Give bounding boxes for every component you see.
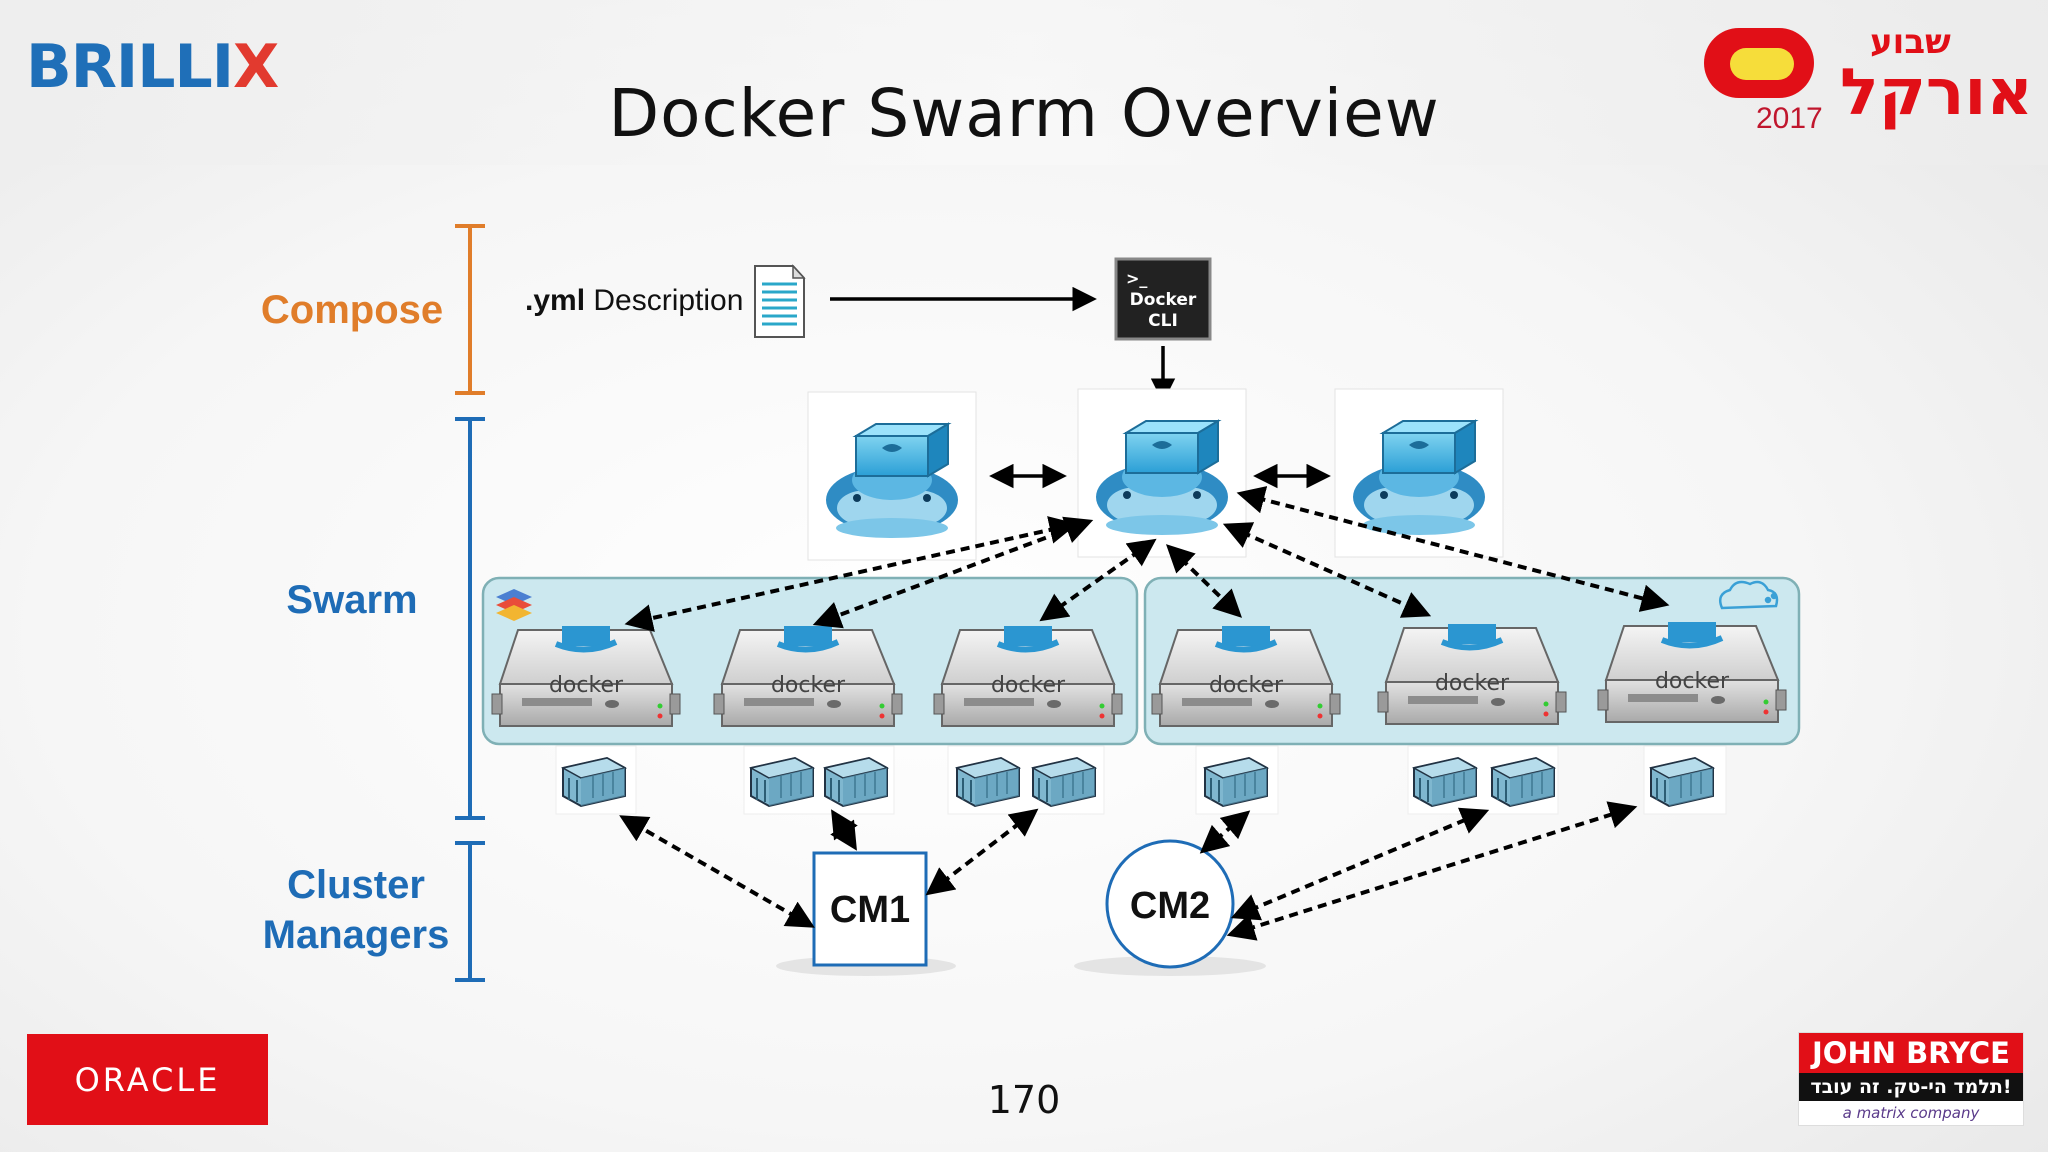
cm1-label: CM1 bbox=[830, 889, 910, 931]
docker-node-3: docker bbox=[934, 626, 1122, 726]
cli-prompt: >_ bbox=[1126, 269, 1147, 288]
section-label-swarm: Swarm bbox=[286, 578, 418, 622]
john-bryce-logo: JOHN BRYCE תלמד הי-טק. זה עובד! a matrix… bbox=[1798, 1032, 2024, 1126]
container-group-4 bbox=[1195, 745, 1279, 815]
bracket-cluster-managers bbox=[455, 841, 485, 982]
oracle-logo-text: ORACLE bbox=[74, 1060, 221, 1099]
oracle-logo: ORACLE bbox=[27, 1034, 268, 1125]
docker-node-5: docker bbox=[1378, 624, 1566, 724]
yml-bold: .yml bbox=[525, 284, 585, 317]
docker-node-6: docker bbox=[1598, 622, 1786, 722]
container-group-5 bbox=[1407, 745, 1559, 815]
oracle-week-hebrew-small: שבוע bbox=[1870, 22, 1951, 62]
docker-cli-icon: >_ Docker CLI bbox=[1114, 257, 1212, 341]
john-bryce-company-text: a matrix company bbox=[1842, 1104, 1980, 1122]
cm2-label: CM2 bbox=[1130, 885, 1210, 927]
docker-node-label: docker bbox=[771, 673, 846, 698]
john-bryce-hebrew-text: תלמד הי-טק. זה עובד! bbox=[1799, 1073, 2023, 1101]
brillix-logo-x: X bbox=[233, 32, 279, 102]
container-group-3 bbox=[947, 745, 1105, 815]
link-cm2-group-4 bbox=[1199, 810, 1251, 854]
docker-node-label: docker bbox=[1435, 671, 1510, 696]
header-band bbox=[0, 0, 2048, 165]
docker-node-label: docker bbox=[1209, 673, 1284, 698]
cli-label-docker: Docker bbox=[1130, 290, 1197, 310]
swarm-manager-left bbox=[807, 391, 977, 561]
docker-node-2: docker bbox=[714, 626, 902, 726]
link-cm1-group-3 bbox=[925, 808, 1039, 896]
docker-node-4: docker bbox=[1152, 626, 1340, 726]
brillix-logo-text: BRILLI bbox=[26, 32, 234, 102]
oracle-week-ring-icon bbox=[1704, 28, 1814, 98]
swarm-manager-right bbox=[1334, 388, 1504, 558]
bracket-swarm bbox=[455, 417, 485, 820]
docker-node-label: docker bbox=[991, 673, 1066, 698]
link-cm2-group-6 bbox=[1226, 801, 1638, 941]
swarm-manager-center bbox=[1077, 388, 1247, 558]
container-group-1 bbox=[555, 745, 637, 815]
john-bryce-logo-text: JOHN BRYCE bbox=[1799, 1033, 2023, 1073]
stack-icon bbox=[496, 589, 532, 621]
slide-title: Docker Swarm Overview bbox=[608, 75, 1440, 152]
cli-label-cli: CLI bbox=[1148, 311, 1178, 331]
oracle-week-hebrew: אורקל bbox=[1840, 56, 2033, 130]
yml-description: .yml Description bbox=[525, 284, 743, 317]
section-label-compose: Compose bbox=[260, 288, 444, 332]
yml-rest: Description bbox=[585, 284, 743, 317]
container-group-2 bbox=[743, 745, 895, 815]
link-cm1-group-2 bbox=[830, 809, 858, 851]
link-manager-node-6 bbox=[1236, 486, 1670, 612]
docker-node-label: docker bbox=[1655, 669, 1730, 694]
link-cm1-group-1 bbox=[619, 815, 815, 928]
oracle-week-year: 2017 bbox=[1756, 102, 1823, 135]
container-group-6 bbox=[1643, 745, 1727, 815]
page-number: 170 bbox=[987, 1078, 1061, 1122]
cloud-icon bbox=[1719, 580, 1779, 610]
oracle-week-logo: שבוע אורקל 2017 bbox=[1700, 20, 2033, 150]
link-cm2-group-5 bbox=[1230, 807, 1490, 921]
docker-node-1: docker bbox=[492, 626, 680, 726]
link-manager-node-3 bbox=[1039, 538, 1157, 622]
section-label-cluster-managers: Cluster Managers bbox=[262, 863, 450, 957]
bracket-compose bbox=[455, 224, 485, 395]
document-icon bbox=[754, 264, 806, 338]
docker-node-label: docker bbox=[549, 673, 624, 698]
brillix-logo: BRILLIX bbox=[26, 32, 279, 102]
cm1-box bbox=[812, 851, 928, 967]
